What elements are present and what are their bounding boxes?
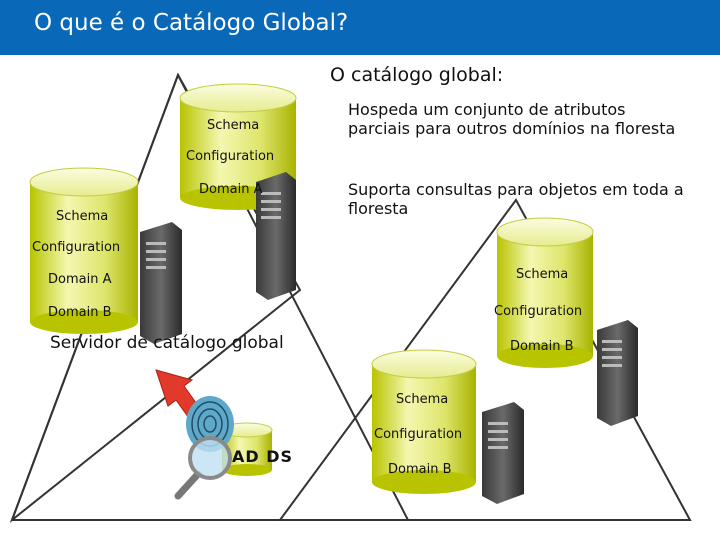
catalog-heading: O catálogo global:: [330, 64, 504, 86]
db-right-configuration: Configuration: [494, 304, 583, 319]
server-tower-icon: [256, 172, 296, 300]
db-gc-domain-b: Domain B: [48, 305, 112, 320]
server-tower-icon: [597, 320, 638, 426]
db-right-schema: Schema: [516, 267, 569, 282]
db-bottom-schema: Schema: [396, 392, 449, 407]
catalog-point-1: Hospeda um conjunto de atributos parciai…: [348, 100, 676, 138]
magnifier-icon: [174, 436, 232, 500]
page-title: O que é o Catálogo Global?: [34, 10, 349, 36]
db-gc-configuration: Configuration: [32, 240, 121, 255]
server-tower-icon: [140, 222, 182, 344]
db-top-domain-a: Domain A: [199, 182, 263, 197]
database-right: [496, 217, 594, 368]
db-bottom-domain-b: Domain B: [388, 462, 452, 477]
db-top-schema: Schema: [207, 118, 260, 133]
server-tower-icon: [482, 402, 524, 504]
db-gc-domain-a: Domain A: [48, 272, 112, 287]
catalog-point-2: Suporta consultas para objetos em toda a…: [348, 180, 684, 218]
gc-server-caption: Servidor de catálogo global: [50, 333, 284, 353]
title-bar: O que é o Catálogo Global?: [0, 0, 720, 55]
db-right-domain-b: Domain B: [510, 339, 574, 354]
db-gc-schema: Schema: [56, 209, 109, 224]
database-bottom: [371, 349, 477, 494]
database-gc: [29, 167, 139, 334]
db-bottom-configuration: Configuration: [374, 427, 463, 442]
db-top-configuration: Configuration: [186, 149, 275, 164]
adds-label: AD DS: [232, 447, 294, 466]
